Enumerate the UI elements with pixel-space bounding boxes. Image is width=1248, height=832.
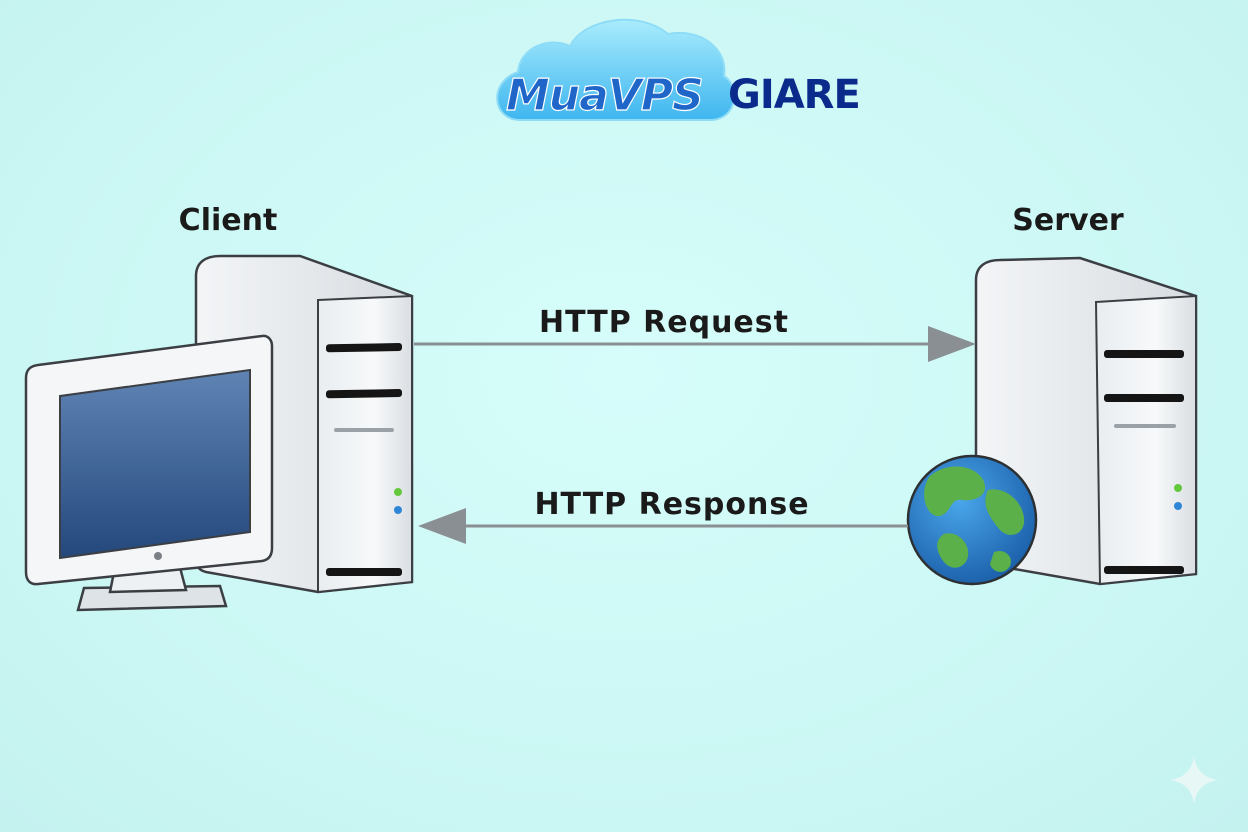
- sparkle-icon: [1170, 756, 1218, 804]
- client-monitor-icon: [24, 334, 274, 612]
- server-label: Server: [1012, 203, 1124, 238]
- logo-cloud-shape: [496, 18, 736, 121]
- logo-text-secondary: GIARE: [728, 72, 860, 118]
- client-label: Client: [179, 203, 278, 238]
- response-label: HTTP Response: [534, 487, 809, 522]
- request-label: HTTP Request: [539, 305, 789, 340]
- request-arrow: [414, 326, 976, 362]
- globe-icon: [906, 454, 1038, 586]
- monitor-screen: [59, 368, 251, 560]
- logo-text-primary: MuaVPS: [506, 70, 703, 121]
- response-arrow: [418, 508, 908, 544]
- brand-logo: MuaVPS GIARE: [496, 18, 861, 122]
